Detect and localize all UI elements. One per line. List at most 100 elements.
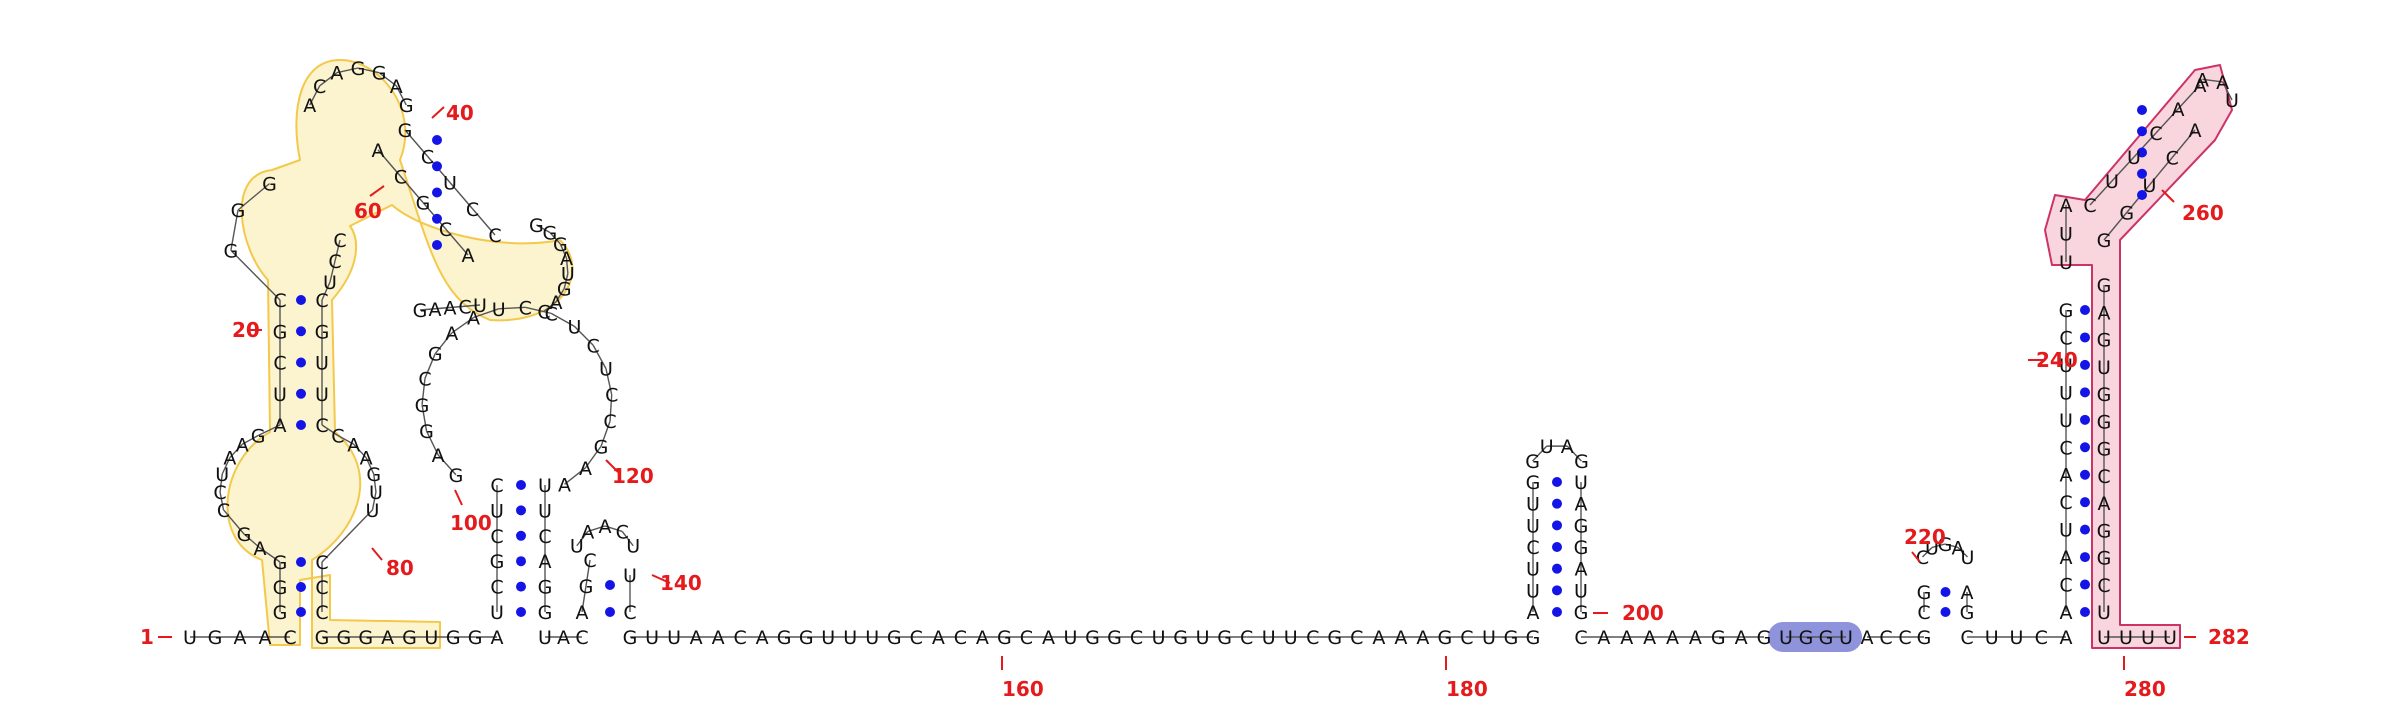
nucleotide: G	[419, 421, 434, 443]
backbone-link	[1566, 445, 1582, 462]
nucleotide: U	[2059, 520, 2073, 542]
nucleotide: G	[273, 321, 288, 343]
nucleotide: A	[1394, 627, 1407, 649]
nucleotide: A	[467, 308, 480, 330]
backbone-link	[2202, 78, 2223, 83]
nucleotide: A	[2098, 302, 2111, 324]
position-label-282: 282	[2208, 625, 2250, 649]
nucleotide: A	[549, 292, 562, 314]
nucleotide: C	[2166, 148, 2179, 170]
backbone-link	[243, 533, 261, 549]
nucleotide: U	[2059, 224, 2073, 246]
backbone-link	[564, 467, 586, 485]
nucleotide: G	[799, 627, 814, 649]
base-pair-dot	[2080, 469, 2090, 480]
nucleotide: A	[491, 627, 504, 649]
nucleotide: U	[492, 299, 506, 321]
nucleotide: U	[369, 482, 383, 504]
base-pair-dots	[296, 105, 2147, 617]
nucleotide: C	[217, 500, 230, 522]
position-tick	[2161, 189, 2175, 203]
nucleotide: C	[910, 627, 923, 649]
nucleotide: A	[432, 445, 445, 467]
nucleotide: G	[337, 627, 352, 649]
base-pair-dot	[605, 607, 615, 617]
backbone-link	[464, 304, 481, 307]
nucleotide: U	[623, 565, 637, 587]
backbone-link	[609, 394, 613, 422]
nucleotide: U	[538, 475, 552, 497]
nucleotide: U	[366, 500, 380, 522]
backbone-link	[421, 378, 426, 405]
backbone-link	[2148, 157, 2173, 186]
nucleotide: U	[1064, 627, 1078, 649]
nucleotide: A	[1620, 627, 1633, 649]
backbone-link	[230, 209, 239, 251]
nucleotide: A	[557, 627, 570, 649]
nucleotide: C	[490, 526, 503, 548]
base-pair-dot	[2080, 387, 2090, 398]
nucleotide: C	[458, 296, 471, 318]
nucleotide: C	[603, 411, 616, 433]
nucleotide: G	[2097, 520, 2112, 542]
backbone-link	[473, 308, 499, 319]
position-label-160: 160	[1002, 677, 1044, 701]
nucleotide: A	[1861, 627, 1874, 649]
nucleotide: U	[2097, 357, 2111, 379]
nucleotide: C	[1898, 627, 1911, 649]
nucleotide: A	[445, 323, 458, 345]
backbone-link	[425, 430, 439, 456]
nucleotide: A	[1575, 559, 1588, 581]
backbone-link	[241, 434, 259, 445]
nucleotide: U	[1284, 627, 1298, 649]
nucleotide: A	[1597, 627, 1610, 649]
nucleotide: C	[1916, 547, 1929, 569]
nucleotide: G	[398, 120, 413, 142]
position-tick	[371, 547, 383, 561]
nucleotide: C	[273, 353, 286, 375]
backbone-link	[2177, 84, 2201, 110]
backbone-link	[378, 72, 397, 87]
nucleotide: U	[561, 264, 575, 286]
nucleotide: G	[2119, 203, 2134, 225]
nucleotide: G	[623, 627, 638, 649]
nucleotide: G	[468, 627, 483, 649]
nucleotide: A	[560, 248, 573, 270]
nucleotide: G	[1327, 627, 1342, 649]
nucleotide: C	[315, 552, 328, 574]
backbone-link	[399, 175, 424, 203]
nucleotide: G	[1525, 451, 1540, 473]
nucleotide: G	[1574, 602, 1589, 624]
backbone-link	[309, 85, 321, 106]
nucleotide: C	[2059, 575, 2072, 597]
base-pair-dot	[516, 581, 526, 592]
nucleotide: C	[583, 550, 596, 572]
base-pair-dot	[296, 326, 306, 337]
nucleotide: A	[347, 434, 360, 456]
backbone-links	[190, 67, 2233, 638]
nucleotide: U	[273, 384, 287, 406]
backbone-link	[237, 183, 270, 211]
position-label-20: 20	[232, 318, 260, 342]
nucleotide: G	[777, 627, 792, 649]
nucleotide: G	[273, 577, 288, 599]
backbone-link	[371, 491, 377, 510]
nucleotide: G	[351, 58, 366, 80]
backbone-link	[424, 353, 436, 379]
nucleotide: U	[1574, 580, 1588, 602]
backbone-link	[604, 525, 623, 533]
backbone-link	[321, 424, 339, 437]
nucleotide: C	[1306, 627, 1319, 649]
nucleotide: C	[1960, 627, 1973, 649]
base-pair-dot	[432, 240, 442, 250]
backbone-link	[1931, 543, 1946, 549]
nucleotide: G	[553, 234, 568, 256]
base-pair-dot	[1552, 498, 1562, 509]
nucleotide: G	[1799, 627, 1814, 649]
nucleotide: A	[1735, 627, 1748, 649]
nucleotide: G	[1217, 627, 1232, 649]
backbone-link	[357, 67, 380, 74]
nucleotide: C	[587, 335, 600, 357]
base-pair-dot	[296, 420, 306, 430]
